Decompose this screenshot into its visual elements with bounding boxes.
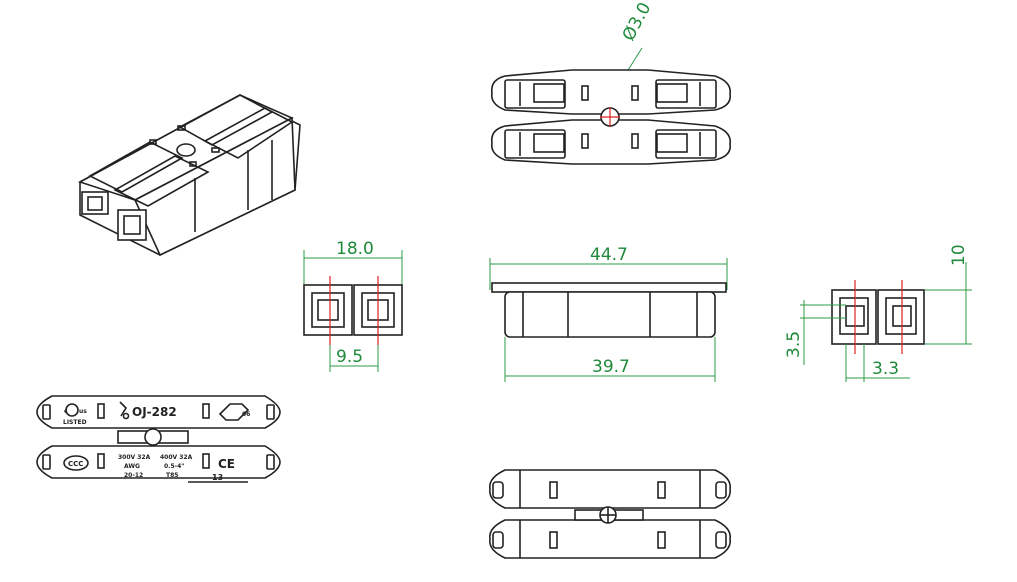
ul-c-mark: c [64,408,68,415]
strip-length-mark: 13 [212,473,223,482]
side-height-dimension: 3.5 [784,331,804,358]
length-overall-dimension: 44.7 [590,245,628,265]
side-view: 10 3.5 3.3 [784,244,972,382]
hole-diameter-dimension: Ø3.0 [619,0,656,44]
listed-mark: LISTED [63,419,87,426]
rating-400v: 400V 32A [160,454,193,461]
ul-us-mark: us [79,408,87,415]
awg-range: 20-12 [124,472,143,479]
width-overall-dimension: 18.0 [336,239,374,259]
pitch-dimension: 9.5 [336,347,363,367]
ccc-mark-icon [63,455,89,471]
height-dimension: 10 [949,244,969,266]
model-number: OJ-282 [132,405,177,419]
isometric-view [77,94,301,257]
side-pitch-dimension: 3.3 [872,359,899,379]
marking-view: c us LISTED OJ-282 06 CCC 300V 32A 400V … [36,395,281,483]
awg-label: AWG [124,463,140,470]
rating-300v: 300V 32A [118,454,151,461]
bottom-view [488,469,732,559]
temperature-rating: T85 [166,472,178,479]
end-view: 18.0 9.5 [303,239,403,372]
ccc-mark-text: CCC [68,460,83,468]
cross-section-range: 0.5-4" [164,463,184,470]
svg-text:06: 06 [242,411,250,418]
recognized-component-icon [119,401,128,417]
body-length-dimension: 39.7 [592,357,630,377]
front-view: 44.7 39.7 [489,245,728,382]
ce-mark: CE [218,457,235,471]
top-view: Ø3.0 [490,0,732,165]
cqc-mark-icon [218,403,250,421]
